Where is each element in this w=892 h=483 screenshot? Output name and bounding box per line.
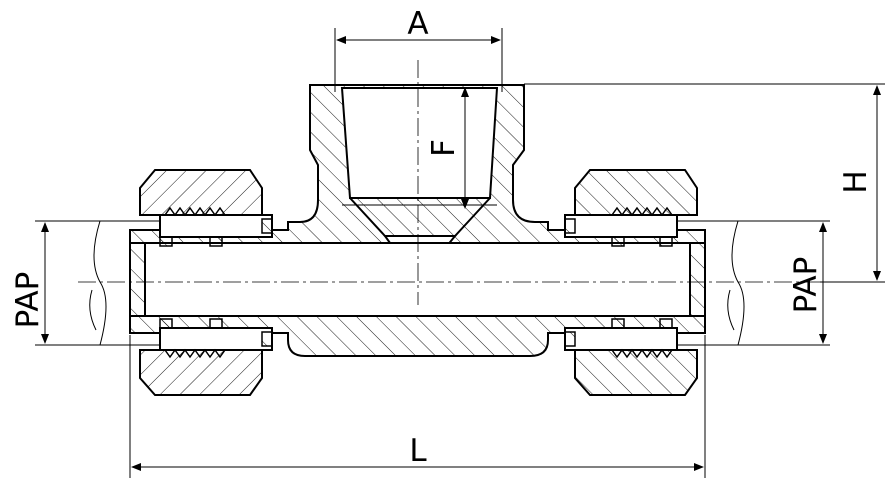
tee-body (129, 84, 706, 357)
centerlines (78, 60, 885, 305)
dimension-f-label: F (426, 139, 462, 157)
dimension-l: L (129, 335, 706, 478)
right-nut (564, 169, 698, 396)
dimension-pap-right-label: PAP (788, 257, 824, 314)
dimension-a-label: A (407, 6, 428, 42)
dimension-h-label: H (838, 170, 874, 193)
dimension-f: F (426, 87, 469, 209)
left-nut (139, 169, 273, 396)
dimension-pap-left: PAP (10, 222, 49, 344)
dimension-pap-right: PAP (788, 222, 827, 344)
dimension-l-label: L (409, 433, 427, 469)
dimension-pap-left-label: PAP (10, 272, 46, 329)
dimension-h: H (524, 83, 885, 283)
dimension-a: A (334, 6, 503, 92)
